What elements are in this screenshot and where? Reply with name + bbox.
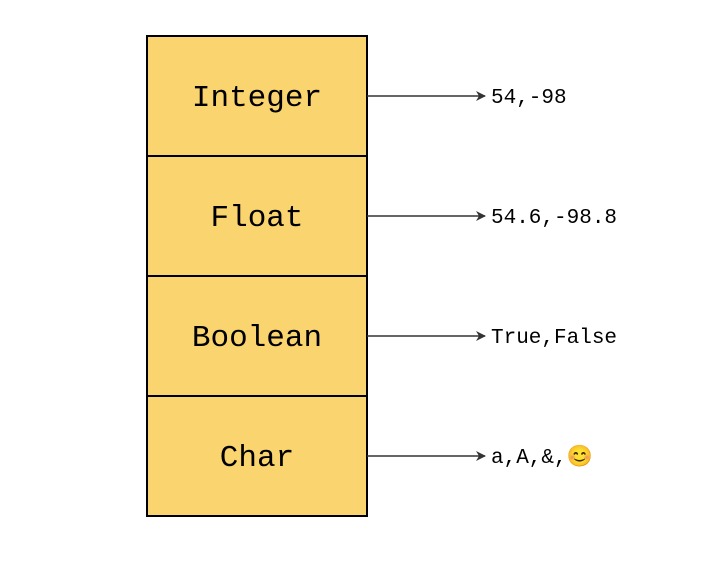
type-box <box>146 35 368 157</box>
type-row: Boolean True,False <box>146 275 617 397</box>
type-box-label: Integer <box>192 81 322 116</box>
type-box <box>146 395 368 517</box>
example-values-label: True,False <box>491 327 617 350</box>
type-box-label: Char <box>220 441 294 476</box>
type-box <box>146 155 368 277</box>
example-values-label: 54.6,-98.8 <box>491 207 617 230</box>
type-box-label: Boolean <box>192 321 322 356</box>
type-row: Char a,A,&,😊 <box>146 395 593 517</box>
type-row: Integer 54,-98 <box>146 35 567 157</box>
example-values-label: a,A,&,😊 <box>491 444 593 470</box>
example-values-label: 54,-98 <box>491 87 567 110</box>
type-box-label: Float <box>210 201 303 236</box>
type-row: Float 54.6,-98.8 <box>146 155 617 277</box>
type-box <box>146 275 368 397</box>
